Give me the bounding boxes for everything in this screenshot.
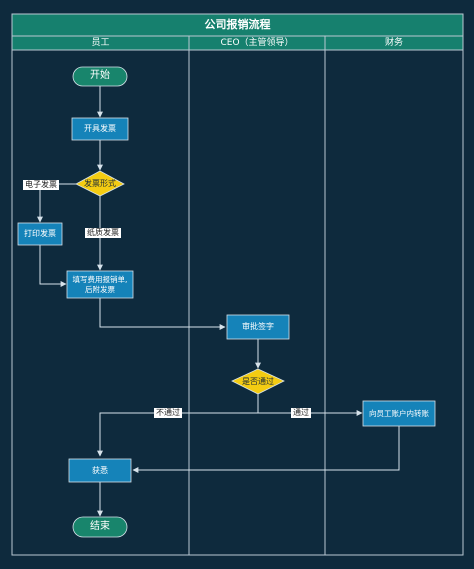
pass-check-decision (231, 368, 285, 395)
fill-form-line-2: 后附发票 (85, 284, 115, 294)
print-invoice-box (17, 222, 63, 246)
issue-invoice-label: 开具发票 (84, 124, 116, 133)
pass-check-label: 是否通过 (242, 376, 274, 386)
receive-label: 获悉 (92, 465, 108, 475)
edge-label-pass: 通过 (291, 408, 311, 418)
fill-form-label: 填写费用报销单, 后附发票 (67, 271, 133, 298)
fill-form-box (66, 270, 134, 299)
approve-sign-box (226, 314, 290, 340)
edge-not-pass (97, 412, 258, 457)
edge-label-not-pass: 不通过 (154, 408, 182, 418)
edge-transfer-receive (132, 426, 400, 473)
edge-print-fill (39, 245, 67, 287)
lane-label-finance: 财务 (384, 38, 403, 48)
receive-box (68, 458, 132, 483)
edge-fill-approve (99, 298, 226, 330)
lane-label-ceo: CEO（主管领导） (220, 38, 294, 48)
invoice-form-label: 发票形式 (84, 178, 116, 188)
lane-label-employee: 员工 (91, 38, 110, 48)
start-label: 开始 (90, 70, 110, 82)
invoice-form-decision (75, 170, 125, 197)
transfer-box (362, 400, 436, 427)
page-title: 公司报销流程 (204, 18, 271, 31)
lane-header-bar (11, 35, 464, 51)
issue-invoice-box (71, 117, 129, 141)
edge-label-electronic: 电子发票 (23, 180, 59, 190)
transfer-label: 向员工账户内转账 (369, 408, 429, 418)
end-terminal (72, 516, 128, 538)
start-terminal (72, 66, 128, 87)
edge-label-paper: 纸质发票 (85, 228, 121, 238)
print-invoice-label: 打印发票 (24, 229, 56, 238)
fill-form-line-1: 填写费用报销单, (72, 275, 128, 285)
approve-sign-label: 审批签字 (242, 322, 274, 331)
end-label: 结束 (90, 520, 110, 532)
